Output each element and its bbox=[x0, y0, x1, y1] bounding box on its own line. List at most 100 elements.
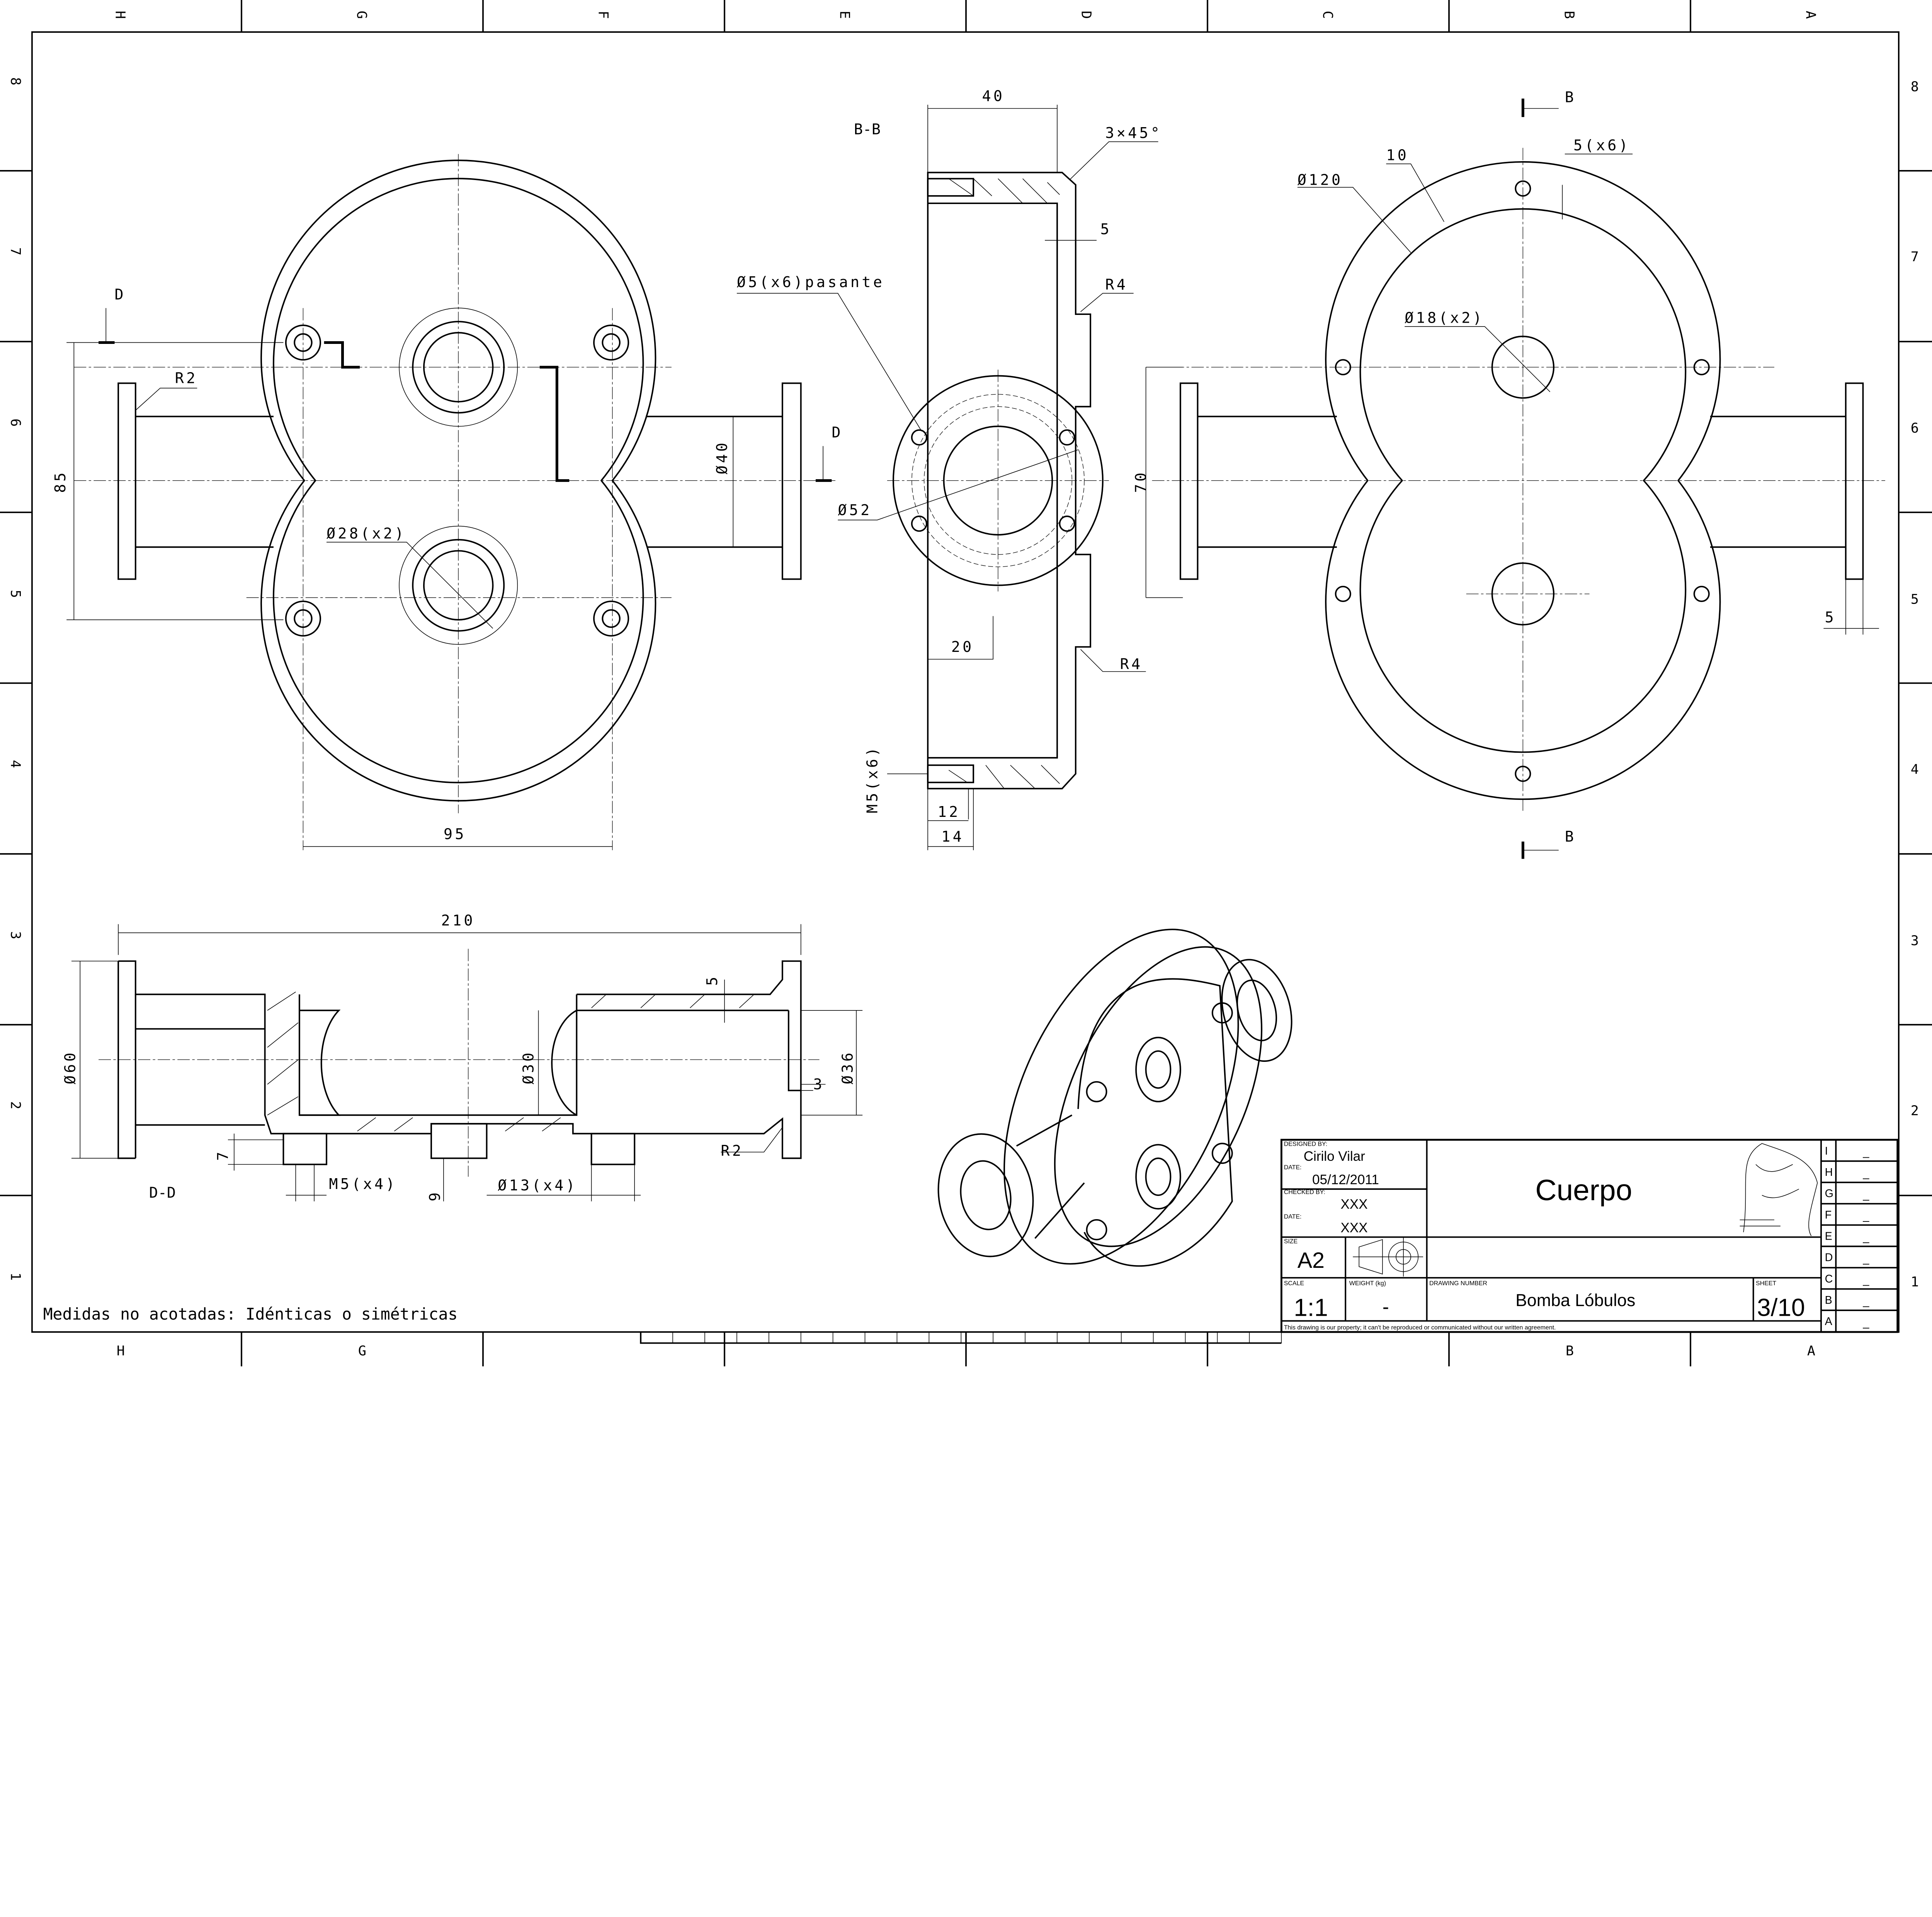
column-label: B bbox=[1566, 1343, 1574, 1359]
bolt-hole bbox=[294, 609, 313, 628]
column-label: A bbox=[1803, 11, 1819, 19]
revision-value: _ bbox=[1862, 1295, 1869, 1308]
revision-letter: B bbox=[1825, 1294, 1832, 1306]
hub-circle bbox=[423, 550, 494, 621]
row-label: 8 bbox=[8, 77, 24, 85]
dim-d30: Ø30 bbox=[520, 1050, 537, 1084]
dim-r4-bottom: R4 bbox=[1120, 656, 1143, 673]
section-dd-view: D-D 210 Ø60 Ø30 Ø36 5 3 R2 7 M5(x4) 9 Ø1… bbox=[62, 912, 863, 1201]
dim-d36: Ø36 bbox=[839, 1050, 857, 1084]
row-label: 7 bbox=[8, 247, 24, 255]
column-label: E bbox=[837, 11, 853, 19]
dim-flange-5: 5 bbox=[1825, 609, 1836, 626]
revision-letter: D bbox=[1825, 1252, 1833, 1264]
check-date: XXX bbox=[1340, 1220, 1367, 1235]
revision-letter: I bbox=[1825, 1145, 1828, 1157]
dim-14: 14 bbox=[941, 828, 964, 845]
dim-d52: Ø52 bbox=[838, 502, 872, 519]
designed-by-label: DESIGNED BY: bbox=[1284, 1141, 1327, 1148]
dim-10: 10 bbox=[1386, 147, 1409, 164]
general-note: Medidas no acotadas: Idénticas o simétri… bbox=[43, 1305, 458, 1323]
revision-letter: F bbox=[1825, 1209, 1832, 1221]
scale-label: SCALE bbox=[1284, 1280, 1304, 1287]
dim-r2-dd: R2 bbox=[721, 1142, 743, 1160]
row-label: 2 bbox=[1911, 1103, 1919, 1119]
row-label: 3 bbox=[1911, 933, 1919, 949]
dim-holes-through: Ø5(x6)pasante bbox=[737, 274, 884, 291]
dim-r2: R2 bbox=[175, 370, 198, 387]
hub-circle bbox=[399, 308, 518, 427]
revision-letter: G bbox=[1825, 1187, 1833, 1200]
column-label: D bbox=[1078, 11, 1094, 19]
projection-symbol-icon bbox=[1353, 1237, 1423, 1277]
column-label: F bbox=[595, 11, 611, 19]
designed-by: Cirilo Vilar bbox=[1304, 1149, 1365, 1164]
dim-d60: Ø60 bbox=[62, 1050, 79, 1084]
disclaimer: This drawing is our property; it can't b… bbox=[1284, 1325, 1556, 1331]
dim-20: 20 bbox=[951, 638, 974, 656]
dim-9: 9 bbox=[426, 1190, 444, 1201]
weight-label: WEIGHT (kg) bbox=[1349, 1280, 1386, 1287]
flange-hole bbox=[1693, 585, 1710, 602]
column-label: H bbox=[117, 1343, 125, 1359]
column-label: H bbox=[112, 11, 128, 19]
row-label: 2 bbox=[8, 1101, 24, 1109]
revision-value: _ bbox=[1862, 1189, 1869, 1201]
row-label: 4 bbox=[8, 760, 24, 768]
dim-40-top: 40 bbox=[982, 87, 1005, 105]
dim-chamfer: 3×45° bbox=[1105, 124, 1162, 142]
flange-hole bbox=[1335, 585, 1351, 602]
checked-by-label: CHECKED BY: bbox=[1284, 1189, 1325, 1196]
design-date: 05/12/2011 bbox=[1312, 1172, 1379, 1187]
cut-label-d-right: D bbox=[832, 424, 840, 441]
isometric-view bbox=[937, 929, 1293, 1267]
dim-5x6: 5(x6) bbox=[1573, 137, 1630, 154]
bolt-boss bbox=[593, 324, 629, 361]
cut-label-d-top: D bbox=[115, 286, 124, 303]
dim-12: 12 bbox=[938, 803, 961, 821]
scale-value: 1:1 bbox=[1294, 1294, 1328, 1322]
dim-5: 5 bbox=[1100, 221, 1112, 238]
cut-label-b-bottom: B bbox=[1565, 828, 1574, 845]
column-label: A bbox=[1807, 1343, 1815, 1359]
column-label: G bbox=[358, 1343, 366, 1359]
revision-value: _ bbox=[1862, 1274, 1869, 1286]
revision-letter: A bbox=[1825, 1315, 1833, 1328]
hub-circle bbox=[399, 526, 518, 645]
row-label: 4 bbox=[1911, 762, 1919, 777]
drawing-number: Bomba Lóbulos bbox=[1515, 1291, 1635, 1310]
hub-circle bbox=[412, 539, 505, 632]
dim-m5x6: M5(x6) bbox=[864, 745, 881, 813]
row-label: 8 bbox=[1911, 79, 1919, 95]
weight-value: - bbox=[1383, 1296, 1389, 1318]
bolt-boss bbox=[593, 600, 629, 637]
date-label: DATE: bbox=[1284, 1164, 1302, 1171]
revision-value: _ bbox=[1862, 1167, 1869, 1180]
section-bb-view: B-B 40 3×45° 5 R4 R4 Ø5(x6)pasante Ø52 2… bbox=[736, 87, 1162, 850]
dim-70: 70 bbox=[1133, 470, 1150, 493]
front-view: D D 85 R2 Ø28(x2) Ø40 95 bbox=[52, 154, 840, 850]
section-dd-label: D-D bbox=[149, 1184, 176, 1201]
row-label: 1 bbox=[8, 1272, 24, 1281]
bolt-hole bbox=[602, 609, 621, 628]
row-label: 6 bbox=[8, 418, 24, 427]
row-label: 5 bbox=[1911, 591, 1919, 607]
checked-by: XXX bbox=[1340, 1197, 1367, 1212]
bolt-boss bbox=[285, 600, 321, 637]
dim-d28: Ø28(x2) bbox=[327, 525, 406, 542]
size-label: SIZE bbox=[1284, 1238, 1298, 1245]
sheet-number: 3/10 bbox=[1757, 1294, 1805, 1322]
revision-letter: E bbox=[1825, 1230, 1832, 1243]
dim-7: 7 bbox=[214, 1149, 232, 1160]
dim-m5x4: M5(x4) bbox=[329, 1175, 397, 1193]
column-label: C bbox=[1320, 11, 1336, 19]
hub-circle bbox=[423, 332, 494, 403]
revision-value: _ bbox=[1862, 1210, 1869, 1223]
right-view: B B 70 Ø120 10 5(x6) Ø18(x2) 5 bbox=[1133, 89, 1885, 859]
revision-value: _ bbox=[1862, 1317, 1869, 1329]
row-label: 5 bbox=[8, 590, 24, 598]
cut-label-b-top: B bbox=[1565, 89, 1574, 106]
title-block: DESIGNED BY: DATE: CHECKED BY: DATE: SIZ… bbox=[1280, 1139, 1899, 1333]
sheet-size: A2 bbox=[1298, 1248, 1325, 1273]
